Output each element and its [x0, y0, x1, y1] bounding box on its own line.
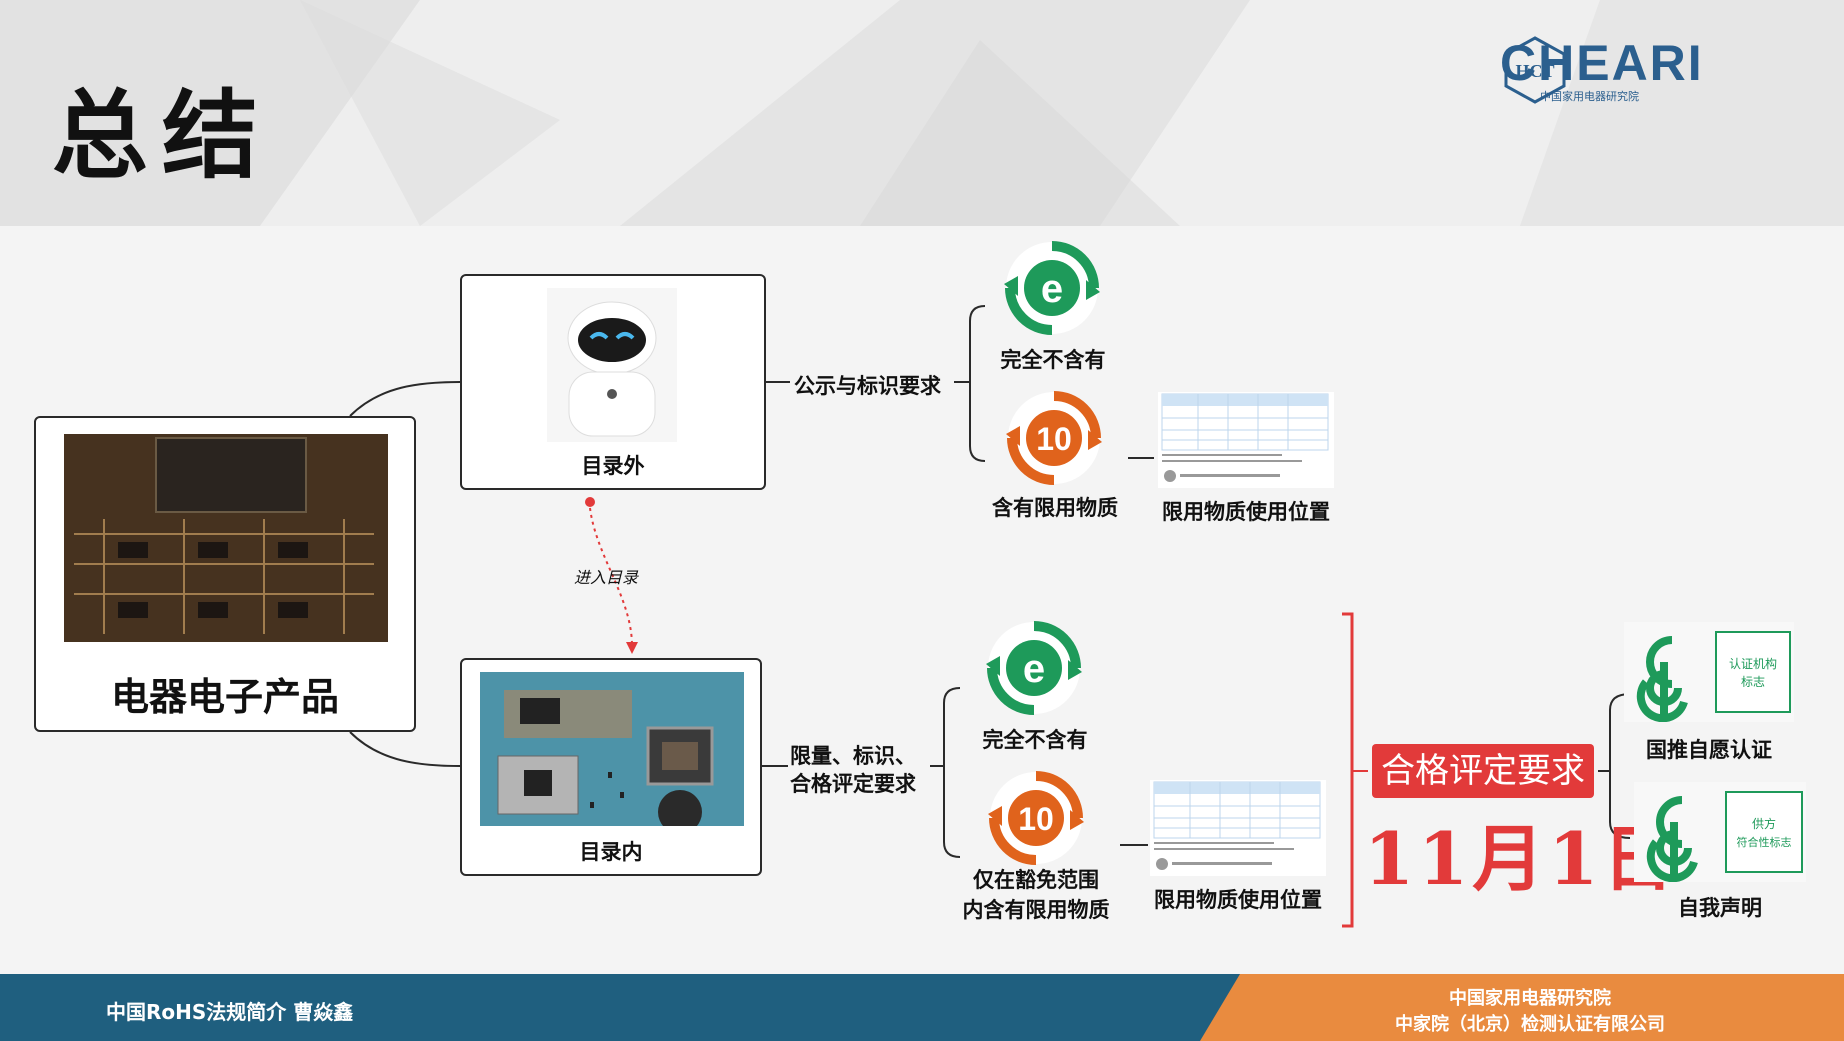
inside-none-label: 完全不含有	[982, 728, 1088, 752]
outside-location-label: 限用物质使用位置	[1162, 500, 1330, 524]
green-e-icon: e	[986, 621, 1082, 715]
enter-catalog-label: 进入目录	[574, 568, 639, 587]
footer-presentation-title: 中国RoHS法规简介 曹焱鑫	[106, 1000, 354, 1024]
inside-contains-line1: 仅在豁免范围	[973, 868, 1099, 892]
ten-text: 10	[1018, 801, 1054, 837]
page-title: 总结	[52, 79, 272, 192]
inside-catalog-box: 目录内	[460, 658, 762, 876]
outside-catalog-label: 目录外	[581, 454, 645, 478]
substance-table-thumbnail	[1158, 392, 1334, 488]
self-stamp-line2: 符合性标志	[1737, 835, 1792, 849]
product-label: 电器电子产品	[110, 675, 339, 719]
footer-org-line2: 中家院（北京）检测认证有限公司	[1395, 1014, 1665, 1035]
ten-text: 10	[1036, 421, 1072, 457]
cheari-logo: CHEARI 中国家用电器研究院 HCT	[1500, 34, 1790, 114]
slide-header: 总结 CHEARI 中国家用电器研究院 HCT	[0, 0, 1844, 226]
inside-location-label: 限用物质使用位置	[1154, 888, 1322, 912]
conformity-banner: 合格评定要求	[1372, 744, 1594, 798]
logo-text: CHEARI	[1500, 35, 1704, 91]
self-declaration-label: 自我声明	[1678, 896, 1762, 920]
voluntary-cert-label: 国推自愿认证	[1646, 738, 1772, 762]
circuit-board-image	[64, 434, 388, 642]
inside-requirement-line2: 合格评定要求	[790, 772, 916, 796]
outside-catalog-box: 目录外	[460, 274, 766, 490]
self-declaration-mark: 供方 符合性标志	[1634, 782, 1806, 882]
voluntary-stamp-line1: 认证机构	[1729, 656, 1777, 671]
inside-catalog-label: 目录内	[579, 840, 643, 864]
voluntary-stamp-line2: 标志	[1741, 675, 1765, 689]
footer-org-line1: 中国家用电器研究院	[1449, 988, 1611, 1009]
outside-contains-label: 含有限用物质	[992, 496, 1118, 520]
footer-right-band	[1200, 974, 1844, 1041]
e-text: e	[1041, 267, 1063, 311]
robot-image	[547, 288, 677, 442]
hct-badge-icon: HCT	[1504, 36, 1566, 104]
outside-requirement-label: 公示与标识要求	[794, 374, 941, 398]
header-background-pattern	[0, 0, 1844, 226]
deadline-date: 11月1日	[1364, 816, 1679, 901]
orange-10-icon: 10	[988, 771, 1084, 865]
logo-subtext: 中国家用电器研究院	[1540, 90, 1639, 103]
self-stamp-line1: 供方	[1752, 816, 1776, 831]
ccc-voluntary-cert-mark: 认证机构 标志	[1624, 622, 1794, 722]
hct-text: HCT	[1515, 61, 1554, 81]
slide-footer: 中国RoHS法规简介 曹焱鑫 中国家用电器研究院 中家院（北京）检测认证有限公司	[0, 974, 1844, 1041]
product-box: 电器电子产品	[34, 416, 416, 732]
outside-none-label: 完全不含有	[1000, 348, 1106, 372]
orange-10-icon: 10	[1006, 391, 1102, 485]
connector-lines	[349, 305, 1631, 928]
disassembled-camera-image	[480, 672, 744, 826]
inside-contains-line2: 内含有限用物质	[962, 898, 1110, 922]
inside-requirement-line1: 限量、标识、	[790, 744, 916, 768]
e-text: e	[1023, 647, 1045, 691]
substance-table-thumbnail	[1150, 780, 1326, 876]
green-e-icon: e	[1004, 241, 1100, 335]
